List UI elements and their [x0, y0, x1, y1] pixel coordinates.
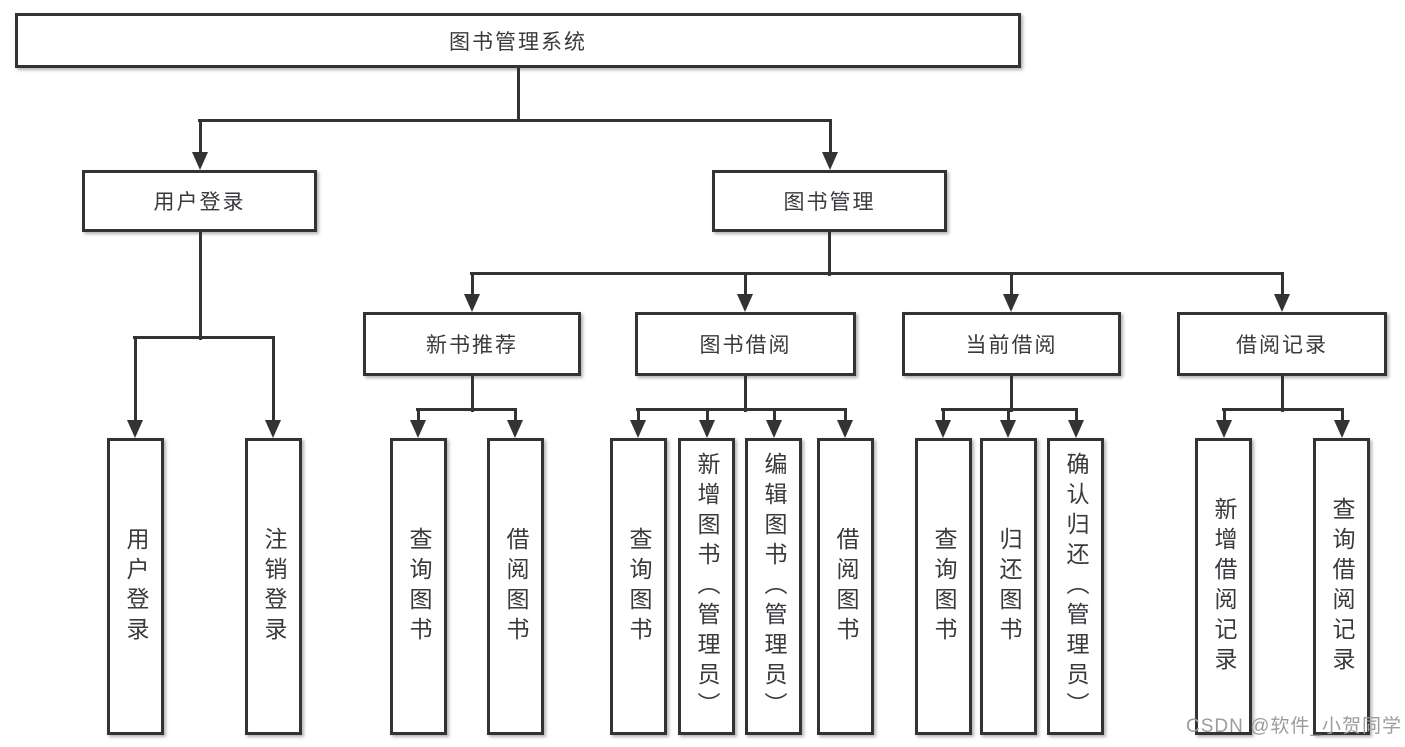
connector-arrow-line [1074, 409, 1078, 423]
node-root: 图书管理系统 [15, 13, 1021, 68]
node-leaf-add-book-admin: 新增图书（管理员） [678, 438, 735, 735]
connector-arrow-line [416, 409, 420, 423]
connector-stem [198, 232, 202, 340]
arrowhead-down-icon [1003, 294, 1019, 312]
node-leaf-query-borrow-record: 查询借阅记录 [1313, 438, 1370, 735]
connector-arrow-line [470, 273, 474, 297]
node-leaf-borrow-books-1: 借阅图书 [487, 438, 544, 735]
node-leaf-confirm-return-admin: 确认归还（管理员） [1047, 438, 1104, 735]
arrowhead-down-icon [837, 420, 853, 438]
connector-stem [1280, 375, 1284, 412]
connector-stem [743, 375, 747, 412]
connector-rail [470, 271, 1284, 275]
arrowhead-down-icon [737, 294, 753, 312]
arrowhead-down-icon [410, 420, 426, 438]
connector-arrow-line [1280, 273, 1284, 297]
connector-stem [470, 375, 474, 412]
node-book-borrowing: 图书借阅 [635, 312, 856, 376]
arrowhead-down-icon [464, 294, 480, 312]
connector-rail [133, 335, 275, 339]
csdn-watermark: CSDN @软件_小贺同学 [1186, 716, 1402, 737]
connector-arrow-line [133, 337, 137, 423]
arrowhead-down-icon [507, 420, 523, 438]
arrowhead-down-icon [1068, 420, 1084, 438]
connector-rail [636, 407, 847, 411]
connector-rail [198, 118, 832, 122]
connector-arrow-line [1009, 273, 1013, 297]
node-leaf-borrow-books-2: 借阅图书 [817, 438, 874, 735]
connector-arrow-line [513, 409, 517, 423]
connector-rail [941, 407, 1078, 411]
arrowhead-down-icon [935, 420, 951, 438]
arrowhead-down-icon [192, 152, 208, 170]
node-leaf-logout: 注销登录 [245, 438, 302, 735]
arrowhead-down-icon [822, 152, 838, 170]
connector-arrow-line [843, 409, 847, 423]
arrowhead-down-icon [766, 420, 782, 438]
arrowhead-down-icon [1274, 294, 1290, 312]
connector-stem [1009, 375, 1013, 412]
node-leaf-edit-book-admin: 编辑图书（管理员） [745, 438, 802, 735]
node-leaf-query-books-2: 查询图书 [610, 438, 667, 735]
connector-rail [1222, 407, 1344, 411]
arrowhead-down-icon [1334, 420, 1350, 438]
connector-arrow-line [941, 409, 945, 423]
connector-arrow-line [1222, 409, 1226, 423]
connector-arrow-line [198, 120, 202, 155]
node-leaf-return-book: 归还图书 [980, 438, 1037, 735]
node-leaf-query-books-1: 查询图书 [390, 438, 447, 735]
connector-arrow-line [1006, 409, 1010, 423]
connector-arrow-line [1340, 409, 1344, 423]
node-current-borrowing: 当前借阅 [902, 312, 1121, 376]
node-leaf-user-login: 用户登录 [107, 438, 164, 735]
connector-arrow-line [636, 409, 640, 423]
node-user-login: 用户登录 [82, 170, 317, 232]
connector-arrow-line [271, 337, 275, 423]
connector-arrow-line [772, 409, 776, 423]
node-new-book-recommend: 新书推荐 [363, 312, 581, 376]
node-leaf-query-books-3: 查询图书 [915, 438, 972, 735]
arrowhead-down-icon [265, 420, 281, 438]
connector-arrow-line [705, 409, 709, 423]
connector-arrow-line [743, 273, 747, 297]
node-leaf-add-borrow-record: 新增借阅记录 [1195, 438, 1252, 735]
node-book-management: 图书管理 [712, 170, 947, 232]
connector-stem [516, 68, 520, 122]
connector-arrow-line [828, 120, 832, 155]
arrowhead-down-icon [630, 420, 646, 438]
connector-rail [416, 407, 517, 411]
connector-stem [827, 232, 831, 276]
arrowhead-down-icon [1000, 420, 1016, 438]
arrowhead-down-icon [1216, 420, 1232, 438]
arrowhead-down-icon [127, 420, 143, 438]
arrowhead-down-icon [699, 420, 715, 438]
node-borrowing-records: 借阅记录 [1177, 312, 1387, 376]
